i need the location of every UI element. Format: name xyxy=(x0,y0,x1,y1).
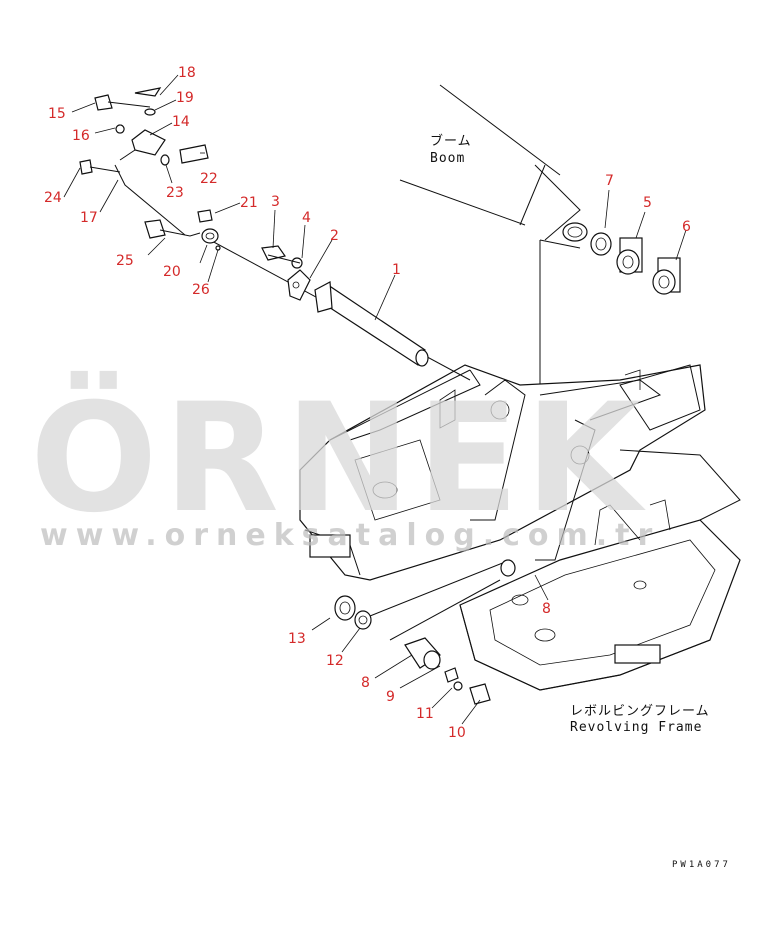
callout-11: 11 xyxy=(416,706,434,722)
callout-18: 18 xyxy=(178,65,196,81)
watermark-url: www.orneksatalog.com.tr xyxy=(40,518,660,553)
callout-15: 15 xyxy=(48,106,66,122)
callout-26: 26 xyxy=(192,282,210,298)
watermark-brand: ÖRNEK xyxy=(30,370,647,546)
frame-label-en: Revolving Frame xyxy=(570,720,702,735)
frame-deck-drawing xyxy=(459,499,741,691)
callout-5: 5 xyxy=(643,195,652,211)
callout-14: 14 xyxy=(172,114,190,130)
callout-4: 4 xyxy=(302,210,311,226)
boom-drawing xyxy=(399,84,588,385)
drawing-code: PW1A077 xyxy=(672,860,731,870)
callout-13: 13 xyxy=(288,631,306,647)
frame-label-jp: レボルビングフレーム xyxy=(570,704,710,719)
callout-6: 6 xyxy=(682,219,691,235)
callout-1: 1 xyxy=(392,262,401,278)
boom-pin-parts xyxy=(590,232,681,295)
boom-label-jp: ブーム xyxy=(430,133,472,149)
callout-8-upper: 8 xyxy=(542,601,551,617)
callout-7: 7 xyxy=(605,173,614,189)
callout-10: 10 xyxy=(448,725,466,741)
lower-pin-assembly xyxy=(334,559,516,705)
leader-lines xyxy=(63,74,687,725)
callout-8-lower: 8 xyxy=(361,675,370,691)
callout-3: 3 xyxy=(271,194,280,210)
callout-24: 24 xyxy=(44,190,62,206)
callout-19: 19 xyxy=(176,90,194,106)
main-pin-assembly xyxy=(209,239,471,381)
callout-25: 25 xyxy=(116,253,134,269)
revolving-frame-drawing xyxy=(299,364,741,581)
watermark: ÖRNEK www.orneksatalog.com.tr xyxy=(30,370,660,553)
small-parts-upper-left xyxy=(79,87,221,251)
boom-label-en: Boom xyxy=(430,151,465,166)
callout-9: 9 xyxy=(386,689,395,705)
callout-21: 21 xyxy=(240,195,258,211)
callout-16: 16 xyxy=(72,128,90,144)
callout-2: 2 xyxy=(330,228,339,244)
callout-12: 12 xyxy=(326,653,344,669)
callout-23: 23 xyxy=(166,185,184,201)
callout-22: 22 xyxy=(200,171,218,187)
callout-17: 17 xyxy=(80,210,98,226)
callout-numbers: 1 2 3 4 5 6 7 8 8 9 10 11 12 13 14 15 16… xyxy=(44,65,691,741)
callout-20: 20 xyxy=(163,264,181,280)
